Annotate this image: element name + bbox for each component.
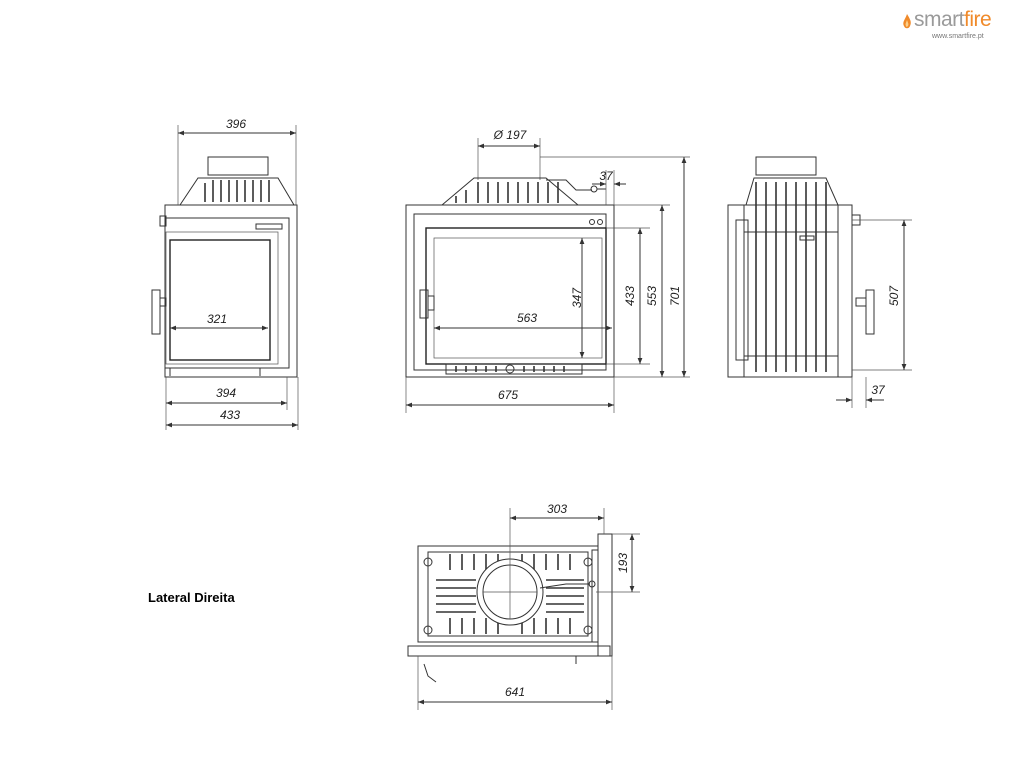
- dim-front-inner-width: 394: [216, 386, 236, 400]
- flame-icon: [903, 14, 911, 29]
- dim-plan-flue-offset: 303: [547, 502, 567, 516]
- side-ribs: [755, 182, 827, 372]
- brand-name-fire: fire: [964, 8, 992, 31]
- bottom-grille-slots: [455, 366, 565, 372]
- dim-side-depth-offset: 37: [871, 383, 886, 397]
- plan-view: 303 193 641: [407, 502, 640, 710]
- dim-plan-flue-depth: 193: [616, 553, 630, 573]
- top-ribs-left: [204, 180, 270, 202]
- dim-main-total-width: 675: [498, 388, 518, 402]
- dim-plan-width: 641: [505, 685, 525, 699]
- dim-front-glass-width: 321: [207, 312, 227, 326]
- brand-name: smartfire: [914, 8, 992, 32]
- dim-main-glass-height: 347: [570, 287, 584, 308]
- dim-main-total-height: 701: [668, 286, 682, 306]
- dim-front-top-width: 396: [226, 117, 246, 131]
- dim-main-glass-width: 563: [517, 311, 537, 325]
- dim-side-height: 507: [887, 285, 901, 306]
- view-caption: Lateral Direita: [148, 590, 235, 605]
- plan-ribs-bottom: [449, 618, 571, 634]
- dim-main-height-553: 553: [645, 286, 659, 306]
- dim-flue-diameter: Ø 197: [493, 128, 528, 142]
- side-view-right: 507 37: [727, 156, 912, 408]
- dim-front-outer-width: 433: [220, 408, 240, 422]
- brand-url: www.smartfire.pt: [932, 33, 984, 40]
- top-ribs-main: [455, 182, 559, 203]
- brand-name-smart: smart: [914, 8, 965, 31]
- dim-main-side-offset: 37: [599, 169, 614, 183]
- front-view-main: Ø 197: [405, 128, 690, 413]
- plan-ribs-left: [436, 579, 476, 613]
- brand-logo: smartfire www.smartfire.pt: [900, 6, 1020, 42]
- plan-ribs-right: [546, 579, 584, 613]
- dim-main-height-433: 433: [623, 286, 637, 306]
- front-view-left: 396 321 394 433: [151, 117, 299, 430]
